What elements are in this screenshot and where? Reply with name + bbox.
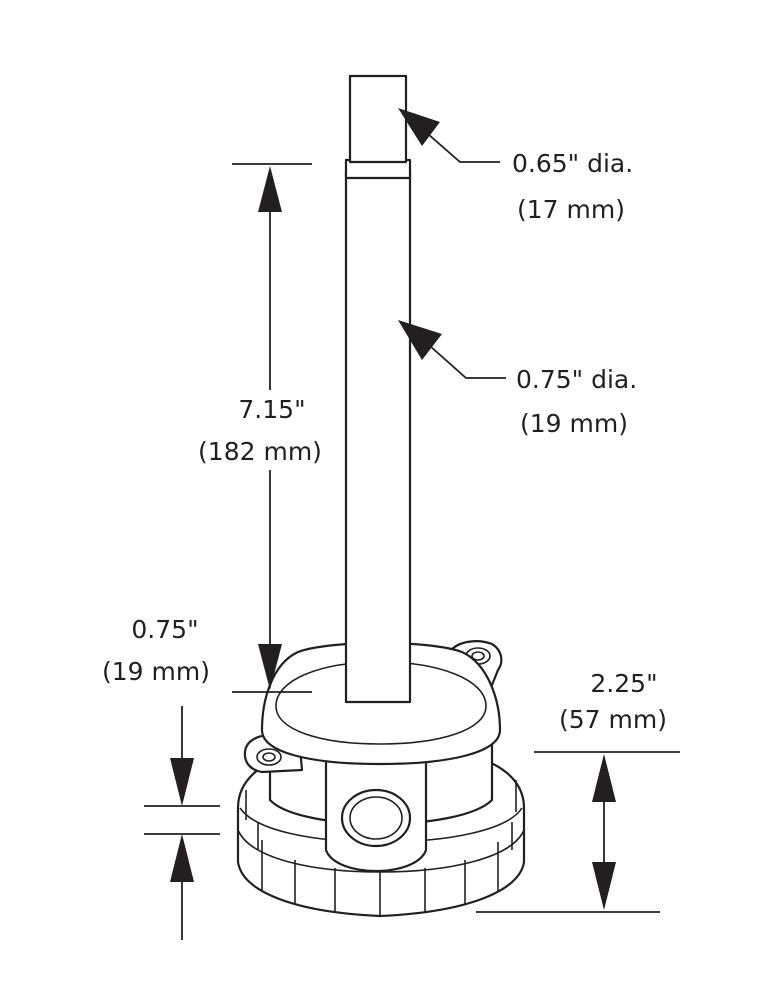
- height-arrow-up-head: [592, 754, 616, 802]
- housing-lid: [260, 641, 502, 766]
- probe-diameter-mm-label: (19 mm): [520, 409, 628, 438]
- probe-diameter-callout: 0.75" dia. (19 mm): [398, 320, 637, 438]
- offset-arrow-up-head: [170, 834, 194, 882]
- height-arrow-down-head: [592, 862, 616, 910]
- probe-length-mm-label: (182 mm): [198, 437, 322, 466]
- probe-diameter-label: 0.75" dia.: [516, 365, 637, 394]
- probe-tip: [348, 74, 408, 164]
- offset-arrow-down-head: [170, 758, 194, 806]
- knurl-ridges: [261, 840, 499, 916]
- probe-length-label: 7.15": [238, 395, 305, 424]
- tip-arrow-head: [398, 108, 440, 146]
- arrow-up-head: [258, 166, 282, 212]
- housing-height-dimension: 2.25" (57 mm): [476, 669, 680, 913]
- housing-height-label: 2.25": [590, 669, 657, 698]
- probe-length-dimension: 7.15" (182 mm): [198, 163, 322, 693]
- tip-diameter-mm-label: (17 mm): [517, 195, 625, 224]
- arrow-down-head: [258, 644, 282, 690]
- tip-diameter-label: 0.65" dia.: [512, 149, 633, 178]
- probe-shaft: [344, 74, 412, 704]
- tip-diameter-callout: 0.65" dia. (17 mm): [398, 108, 633, 224]
- conduit-offset-dimension: 0.75" (19 mm): [102, 615, 220, 940]
- conduit-offset-label: 0.75": [131, 615, 198, 644]
- probe-arrow-head: [398, 320, 442, 360]
- conduit-opening: [340, 788, 412, 848]
- conduit-offset-mm-label: (19 mm): [102, 657, 210, 686]
- housing-height-mm-label: (57 mm): [559, 705, 667, 734]
